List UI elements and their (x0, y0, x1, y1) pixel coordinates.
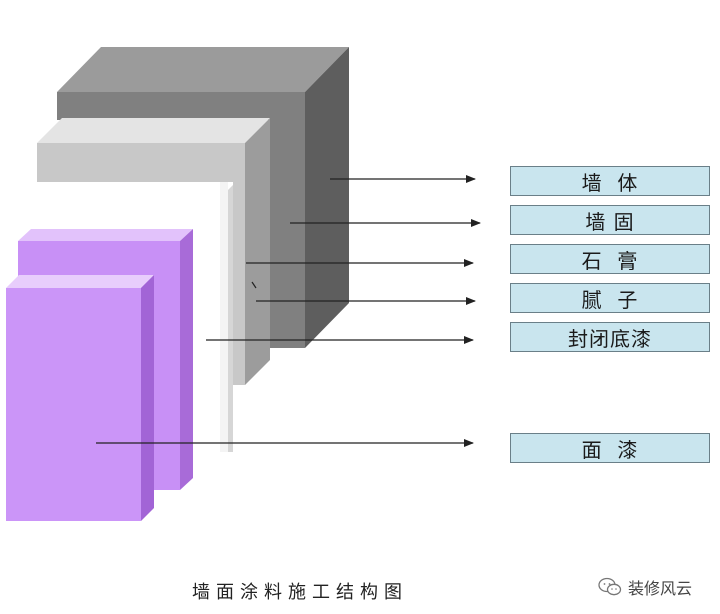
label-primer-fix: 墙 固 (510, 205, 710, 235)
label-putty: 腻 子 (510, 283, 710, 313)
label-sealing-primer: 封闭底漆 (510, 322, 710, 352)
label-gypsum: 石 膏 (510, 244, 710, 274)
diagram-caption: 墙面涂料施工结构图 (192, 582, 408, 603)
putty-layer (220, 182, 233, 452)
gypsum-layer (37, 118, 270, 385)
label-wall: 墙 体 (510, 166, 710, 196)
arrow-gypsum-tick (251, 281, 257, 289)
label-topcoat: 面 漆 (510, 433, 710, 463)
wall-layer (57, 47, 349, 348)
wechat-icon (598, 577, 622, 597)
watermark: 装修风云 (598, 575, 692, 599)
topcoat-layer (6, 275, 154, 521)
watermark-text: 装修风云 (628, 579, 693, 598)
